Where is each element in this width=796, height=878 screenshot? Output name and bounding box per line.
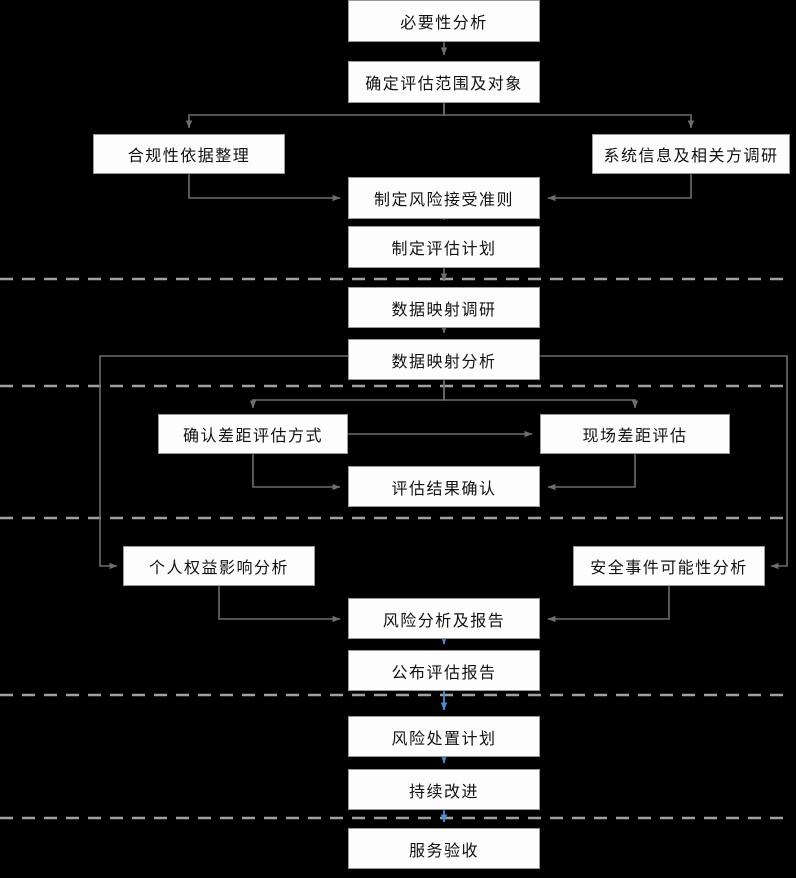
node-label: 制定评估计划 <box>391 239 497 258</box>
node-label: 确定评估范围及对象 <box>365 74 523 93</box>
edge-n8-n12 <box>99 355 348 570</box>
node-label: 制定风险接受准则 <box>373 190 514 209</box>
node-label: 公布评估报告 <box>391 662 497 682</box>
node-label: 合规性依据整理 <box>127 146 251 165</box>
edge-n3-n5 <box>188 174 341 202</box>
node-label: 必要性分析 <box>400 13 488 32</box>
node-label: 个人权益影响分析 <box>148 558 289 577</box>
edge-n8-n9 <box>249 380 445 409</box>
node-label: 服务验收 <box>408 840 479 860</box>
node-data-mapping-analysis[interactable]: 数据映射分析 <box>348 339 540 380</box>
node-label: 数据映射调研 <box>391 299 497 319</box>
node-label: 确认差距评估方式 <box>182 426 323 445</box>
node-label: 系统信息及相关方调研 <box>603 146 779 165</box>
edge-n8-n10 <box>443 380 639 409</box>
node-risk-analysis-and-report[interactable]: 风险分析及报告 <box>348 598 540 639</box>
node-assessment-plan[interactable]: 制定评估计划 <box>348 226 540 268</box>
node-service-acceptance[interactable]: 服务验收 <box>348 828 540 869</box>
edge-group-gray <box>99 42 788 623</box>
node-label: 安全事件可能性分析 <box>590 558 748 577</box>
node-data-mapping-research[interactable]: 数据映射调研 <box>348 287 540 328</box>
node-define-scope-and-objects[interactable]: 确定评估范围及对象 <box>348 61 540 103</box>
node-continuous-improvement[interactable]: 持续改进 <box>348 769 540 810</box>
node-system-info-and-stakeholder-research[interactable]: 系统信息及相关方调研 <box>592 134 790 174</box>
edge-n4-n5 <box>547 174 692 202</box>
edge-n8-n13 <box>540 355 788 570</box>
edge-n2-n4 <box>443 103 695 129</box>
edge-n10-n11 <box>547 454 636 491</box>
node-necessity-analysis[interactable]: 必要性分析 <box>348 0 540 42</box>
node-label: 持续改进 <box>408 781 479 801</box>
edge-n9-n11 <box>252 454 341 491</box>
node-label: 现场差距评估 <box>582 426 688 445</box>
node-label: 风险分析及报告 <box>382 610 506 630</box>
edge-n12-n14 <box>218 586 341 623</box>
node-label: 数据映射分析 <box>391 351 497 371</box>
node-compliance-basis-compilation[interactable]: 合规性依据整理 <box>93 134 285 174</box>
edge-n13-n14 <box>547 586 670 623</box>
node-assessment-result-confirmation[interactable]: 评估结果确认 <box>348 466 540 507</box>
node-risk-acceptance-criteria[interactable]: 制定风险接受准则 <box>348 177 540 219</box>
node-security-incident-likelihood-analysis[interactable]: 安全事件可能性分析 <box>573 546 765 586</box>
node-confirm-gap-assessment-method[interactable]: 确认差距评估方式 <box>158 414 348 454</box>
edge-n2-n3 <box>185 103 445 129</box>
node-personal-rights-impact-analysis[interactable]: 个人权益影响分析 <box>123 546 315 586</box>
node-label: 评估结果确认 <box>391 478 497 498</box>
node-publish-assessment-report[interactable]: 公布评估报告 <box>348 650 540 691</box>
node-label: 风险处置计划 <box>391 728 497 748</box>
node-risk-treatment-plan[interactable]: 风险处置计划 <box>348 716 540 757</box>
node-onsite-gap-assessment[interactable]: 现场差距评估 <box>540 414 730 454</box>
